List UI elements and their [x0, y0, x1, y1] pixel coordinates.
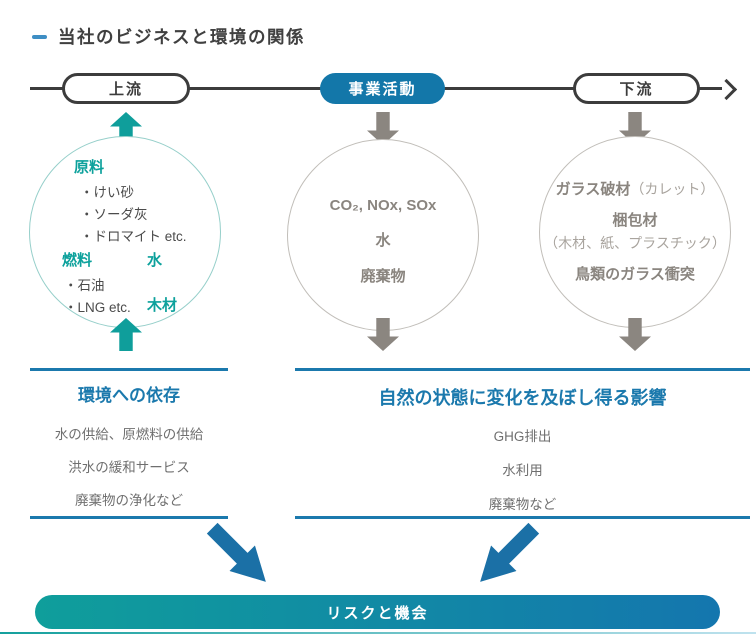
downstream-stage-pill: 下流	[573, 73, 700, 104]
water-label: 水	[147, 252, 163, 269]
cullet-note: （カレット）	[630, 181, 715, 197]
dependency-heading: 環境への依存	[78, 386, 180, 405]
bird-collision-label: 鳥類のガラス衝突	[575, 266, 695, 283]
materials-heading: 原料	[74, 159, 105, 176]
material-item: ・ドロマイト etc.	[80, 229, 187, 244]
business-stage-pill: 事業活動	[320, 73, 445, 104]
business-output-item: 水	[375, 232, 391, 249]
business-label: 事業活動	[348, 81, 417, 98]
upstream-circle	[29, 136, 221, 328]
impact-bottom-rule	[295, 516, 750, 519]
packaging-label: 梱包材	[612, 212, 658, 229]
downstream-circle-lines: ガラス破材（カレット） 梱包材 （木材、紙、プラスチック） 鳥類のガラス衝突	[535, 178, 735, 284]
business-circle-lines: CO₂, NOx, SOx 水 廃棄物	[287, 197, 479, 286]
business-output-item: CO₂, NOx, SOx	[329, 197, 437, 214]
impact-item: 廃棄物など	[488, 497, 557, 512]
material-item: ・ソーダ灰	[80, 207, 148, 222]
title-row: 当社のビジネスと環境の関係	[32, 24, 305, 49]
banner-label: リスクと機会	[326, 604, 429, 622]
title-dash-icon	[32, 34, 47, 39]
dependency-item: 廃棄物の浄化など	[75, 493, 183, 508]
impact-item: GHG排出	[493, 429, 552, 444]
material-item: ・けい砂	[80, 185, 134, 200]
impact-top-rule	[295, 368, 750, 371]
dependency-items: 水の供給、原燃料の供給 洪水の緩和サービス 廃棄物の浄化など	[55, 423, 204, 509]
upstream-label: 上流	[108, 81, 143, 98]
packaging-note: （木材、紙、プラスチック）	[544, 235, 726, 251]
dependency-item: 洪水の緩和サービス	[68, 460, 190, 475]
dependency-top-rule	[30, 368, 228, 371]
flow-arrowhead-icon	[715, 78, 738, 101]
business-output-item: 廃棄物	[360, 268, 406, 285]
risk-opportunity-banner: リスクと機会	[35, 595, 720, 629]
bottom-divider	[0, 632, 756, 634]
impact-item: 水利用	[502, 463, 543, 478]
fuel-heading: 燃料	[62, 252, 93, 269]
downstream-label: 下流	[619, 81, 654, 98]
impact-heading: 自然の状態に変化を及ぼし得る影響	[378, 388, 667, 408]
fuel-item: ・LNG etc.	[64, 300, 131, 315]
upstream-stage-pill: 上流	[62, 73, 190, 104]
cullet-label: ガラス破材	[555, 181, 631, 198]
fuel-item: ・石油	[64, 278, 105, 293]
risk-arrow-left-icon	[199, 515, 278, 594]
cullet-line: ガラス破材（カレット）	[556, 178, 715, 199]
dependency-block: 環境への依存 水の供給、原燃料の供給 洪水の緩和サービス 廃棄物の浄化など	[30, 381, 228, 509]
impact-block: 自然の状態に変化を及ぼし得る影響 GHG排出 水利用 廃棄物など	[295, 384, 750, 513]
impact-items: GHG排出 水利用 廃棄物など	[489, 425, 557, 513]
risk-arrow-right-icon	[467, 515, 546, 594]
dependency-bottom-rule	[30, 516, 228, 519]
dependency-item: 水の供給、原燃料の供給	[54, 427, 204, 442]
page-title: 当社のビジネスと環境の関係	[58, 27, 305, 47]
wood-label: 木材	[147, 297, 178, 314]
